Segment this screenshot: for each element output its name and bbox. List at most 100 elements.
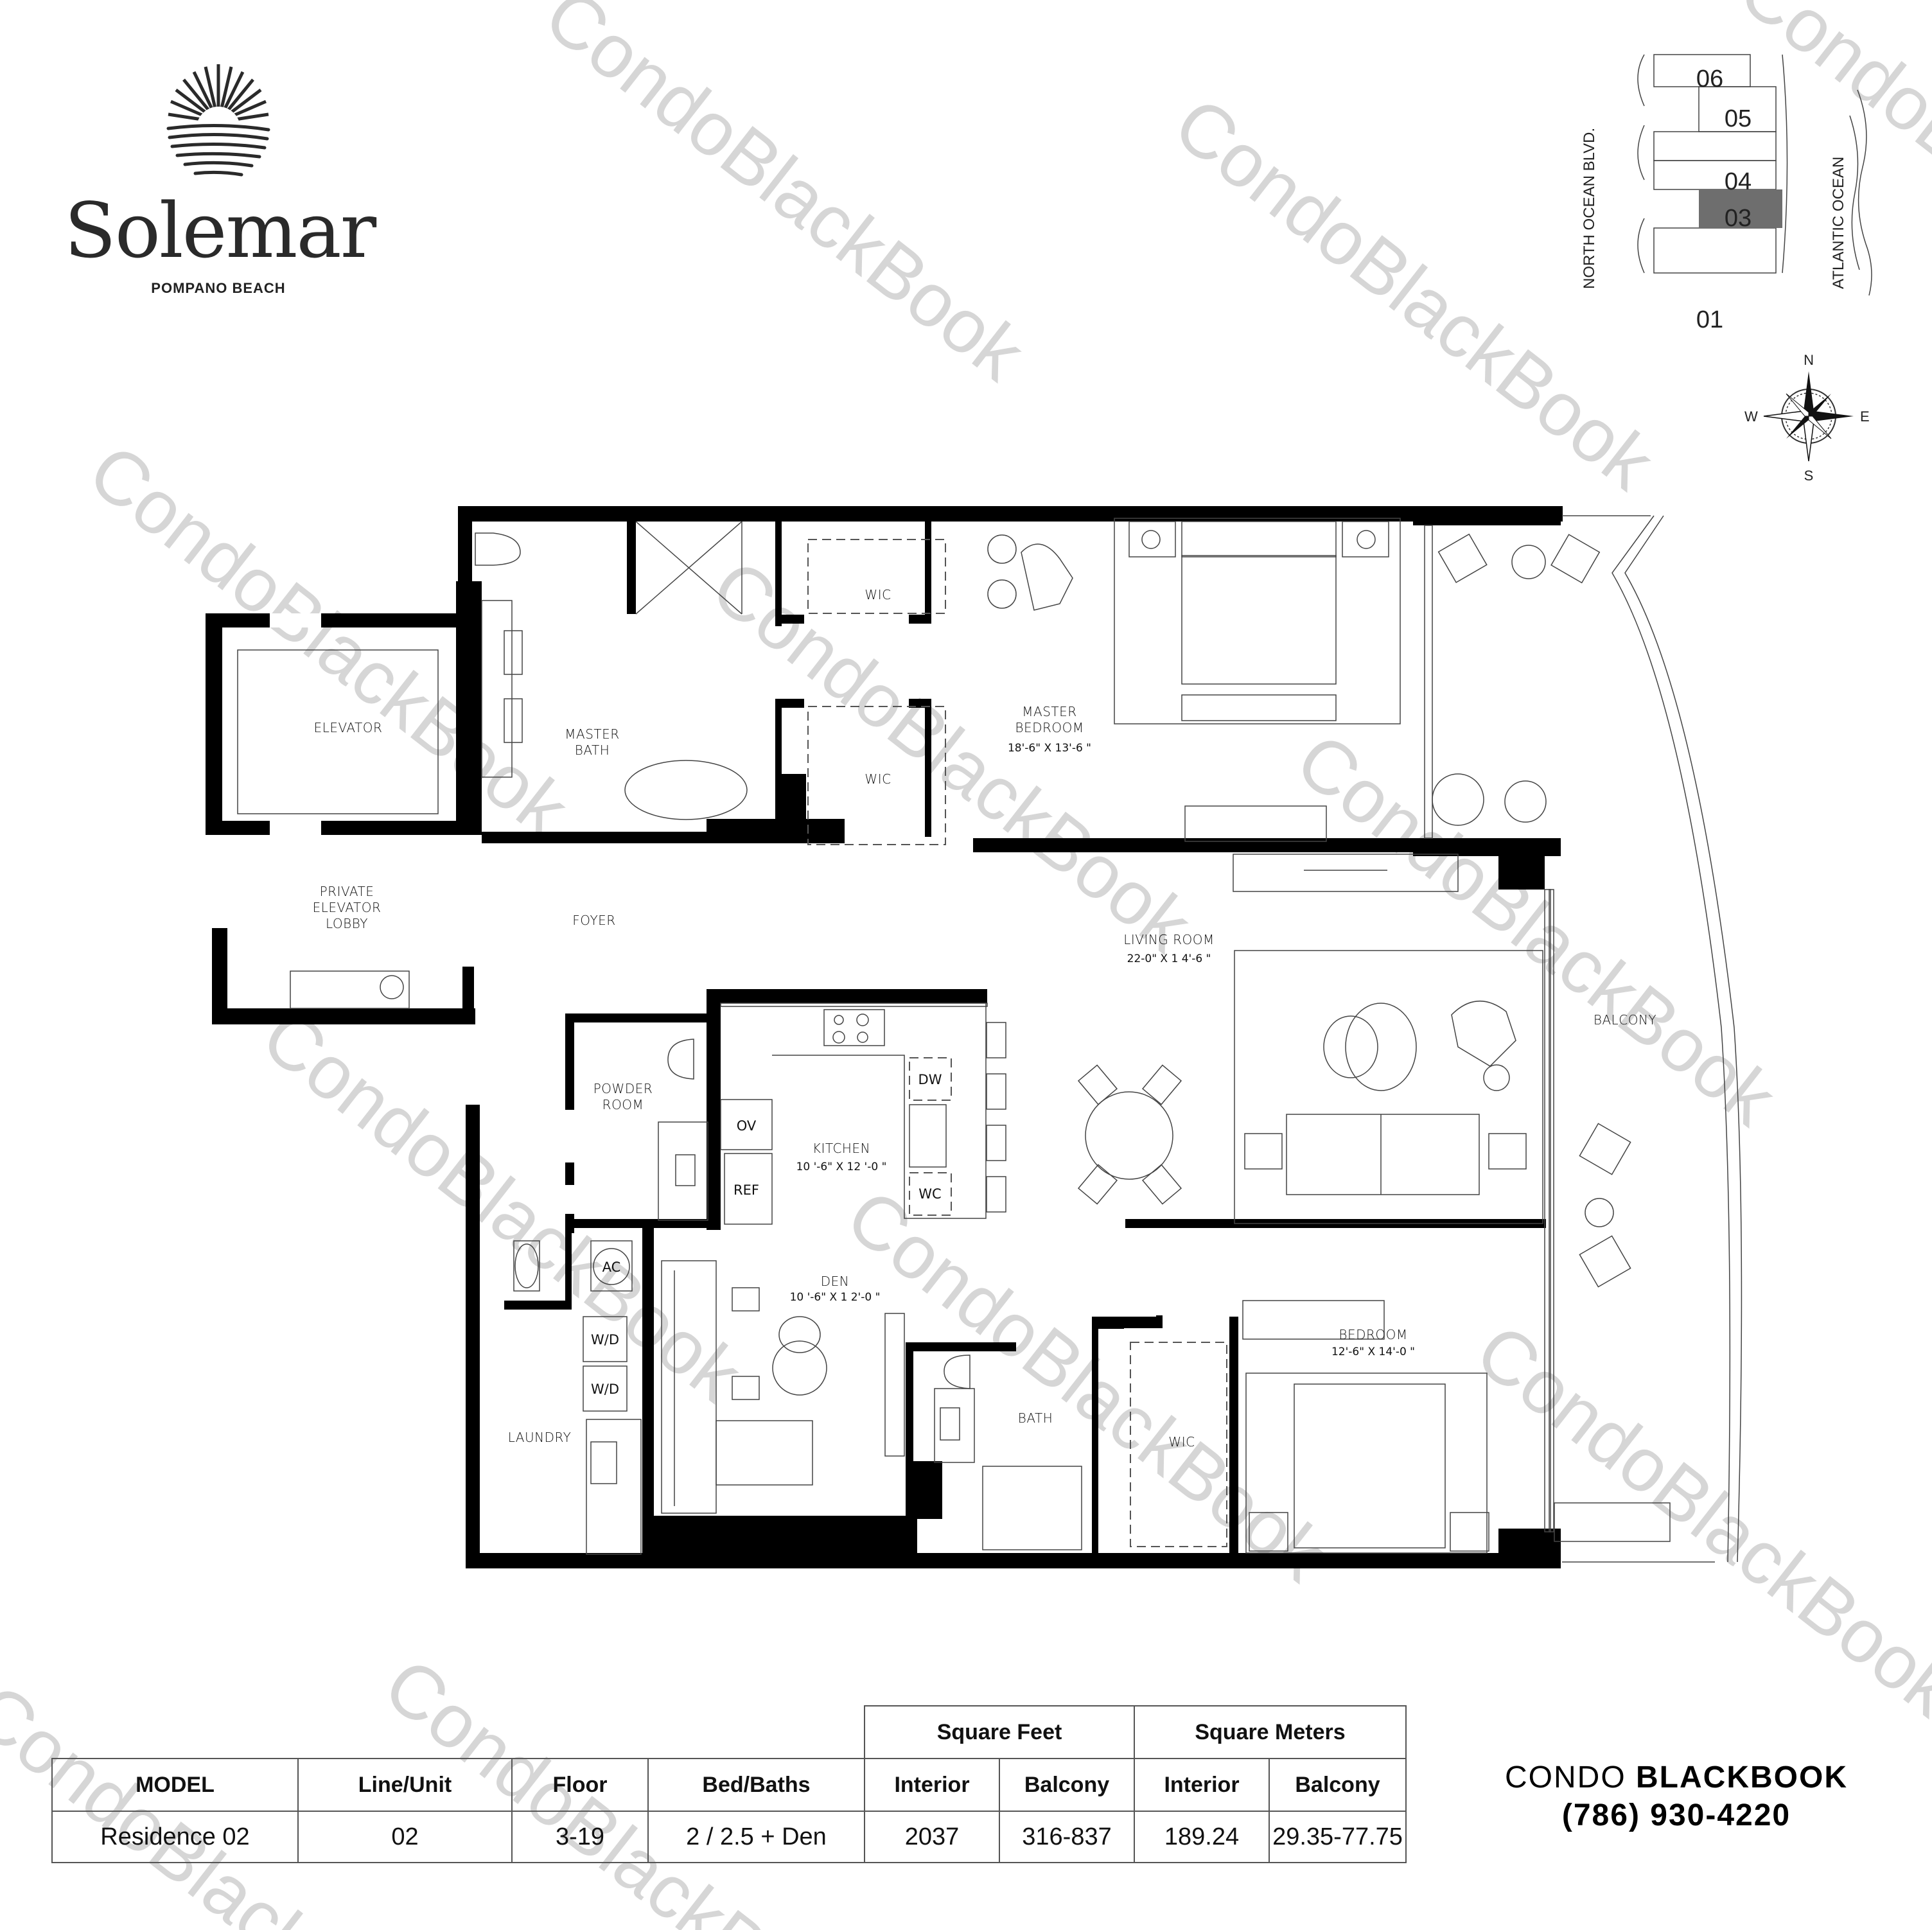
dining-table-icon [1085, 1091, 1173, 1180]
label-powder-1: POWDER [593, 1081, 653, 1096]
bedroom-dims: 12'-6" X 14'-0 " [1331, 1346, 1415, 1358]
cell-sqft-interior: 2037 [864, 1811, 1000, 1863]
label-wine-cooler: WC [918, 1186, 941, 1202]
label-bedroom: BEDROOM [1339, 1327, 1407, 1342]
col-sqft-balcony: Balcony [999, 1758, 1135, 1812]
cell-sqm-interior: 189.24 [1134, 1811, 1270, 1863]
plant-icon [1504, 780, 1547, 823]
brand-location: POMPANO BEACH [151, 280, 286, 296]
living-room-dims: 22-0" X 1 4'-6 " [1127, 952, 1211, 965]
sofa-icon [661, 1260, 717, 1514]
bed-icon [1181, 555, 1337, 685]
keyplan-unit-04: 04 [1725, 168, 1752, 195]
label-wic-mid: WIC [865, 771, 891, 787]
label-wd-2: W/D [591, 1382, 619, 1397]
svg-text:CondoBlackBook: CondoBlackBook [1724, 0, 1932, 371]
svg-text:CondoBlackBook: CondoBlackBook [1461, 1308, 1932, 1733]
compass-s: S [1804, 468, 1814, 484]
keyplan-unit-06: 06 [1696, 66, 1723, 92]
label-den: DEN [821, 1274, 850, 1289]
label-lobby-2: ELEVATOR [313, 900, 382, 915]
toilet-icon [667, 1039, 694, 1080]
cell-floor: 3-19 [511, 1811, 649, 1863]
cell-line-unit: 02 [297, 1811, 513, 1863]
col-sqft-interior: Interior [864, 1758, 1000, 1812]
brand-name: Solemar [64, 186, 376, 275]
svg-text:CondoBlackBook: CondoBlackBook [247, 993, 757, 1418]
nightstand [1342, 521, 1389, 557]
brand-block: Solemar POMPANO BEACH [64, 58, 376, 297]
dresser [1242, 1300, 1385, 1340]
label-ac: AC [602, 1259, 621, 1275]
contact-block: CONDO BLACKBOOK (786) 930-4220 [1458, 1760, 1895, 1833]
table-row: Residence 02 02 3-19 2 / 2.5 + Den 2037 … [51, 1811, 1407, 1863]
walls [206, 506, 1563, 1568]
oven [720, 1099, 773, 1150]
unit-specs-table: Square Feet Square Meters MODEL Line/Uni… [51, 1705, 1407, 1863]
label-master-bath-2: BATH [575, 742, 610, 758]
bed-icon [1294, 1383, 1446, 1548]
window-glazing [1424, 525, 1554, 1532]
sun-over-waves-icon [166, 64, 270, 177]
rug [1234, 950, 1543, 1224]
ac-unit [593, 1248, 630, 1285]
kitchen-dims: 10 '-6" X 12 '-0 " [796, 1161, 887, 1173]
cell-sqft-balcony: 316-837 [999, 1811, 1135, 1863]
label-lobby-3: LOBBY [326, 916, 368, 931]
kitchen-sink-icon [909, 1104, 947, 1168]
group-header-sqft: Square Feet [864, 1705, 1135, 1759]
contact-brand: CONDO BLACKBOOK [1458, 1760, 1895, 1795]
label-kitchen: KITCHEN [812, 1141, 870, 1156]
contact-phone[interactable]: (786) 930-4220 [1561, 1798, 1791, 1832]
nightstand [1128, 521, 1176, 557]
svg-text:CondoBlackBook: CondoBlackBook [529, 0, 1040, 397]
sofa-icon [1286, 1114, 1480, 1195]
label-elevator: ELEVATOR [314, 720, 383, 735]
keyplan-unit-03: 03 [1725, 205, 1752, 232]
keyplan-unit-05: 05 [1725, 105, 1752, 132]
col-floor: Floor [511, 1758, 649, 1812]
label-wic-top: WIC [865, 587, 891, 602]
bathtub-icon [624, 760, 748, 820]
col-bed-baths: Bed/Baths [647, 1758, 865, 1812]
col-line-unit: Line/Unit [297, 1758, 513, 1812]
cell-model: Residence 02 [51, 1811, 299, 1863]
table-header-row: MODEL Line/Unit Floor Bed/Baths Interior… [51, 1758, 1407, 1812]
contact-brand-bold: BLACKBOOK [1636, 1760, 1848, 1794]
cell-bed-baths: 2 / 2.5 + Den [647, 1811, 865, 1863]
balcony-outline [1562, 515, 1743, 1563]
den-dims: 10 '-6" X 1 2'-0 " [790, 1291, 881, 1304]
fixture-labels: OV REF DW WC AC W/D W/D [591, 1072, 942, 1397]
label-foyer: FOYER [572, 913, 615, 928]
label-oven: OV [737, 1118, 757, 1134]
label-master-bedroom-1: MASTER [1022, 704, 1076, 719]
label-balcony: BALCONY [1594, 1012, 1656, 1028]
label-bath: BATH [1018, 1410, 1053, 1426]
elevator-cab [237, 649, 439, 814]
label-refrigerator: REF [733, 1182, 759, 1198]
washer-dryer [583, 1316, 628, 1362]
col-sqm-interior: Interior [1134, 1758, 1270, 1812]
label-master-bedroom-2: BEDROOM [1015, 720, 1084, 735]
sink-icon [590, 1441, 617, 1484]
nightstand [1249, 1512, 1288, 1552]
compass-n: N [1804, 352, 1814, 368]
sink-icon [504, 698, 523, 743]
refrigerator [724, 1153, 773, 1225]
col-sqm-balcony: Balcony [1269, 1758, 1407, 1812]
keyplan-unit-02: 02 [1725, 250, 1752, 277]
master-bedroom-dims: 18'-6" X 13'-6 " [1008, 742, 1091, 755]
plant-icon [1432, 773, 1484, 826]
label-wic-bedroom: WIC [1168, 1434, 1195, 1450]
furniture [237, 518, 1671, 1555]
svg-text:CondoBlackBook: CondoBlackBook [73, 428, 584, 853]
svg-text:CondoBlackBook: CondoBlackBook [696, 543, 1207, 969]
washer-dryer [583, 1365, 628, 1412]
room-labels: ELEVATOR PRIVATE ELEVATOR LOBBY MASTER B… [313, 587, 1656, 1450]
nightstand [1450, 1512, 1489, 1552]
label-master-bath-1: MASTER [565, 726, 619, 742]
ocean-label: ATLANTIC OCEAN [1830, 157, 1847, 289]
svg-text:CondoBlackBook: CondoBlackBook [1281, 717, 1791, 1142]
